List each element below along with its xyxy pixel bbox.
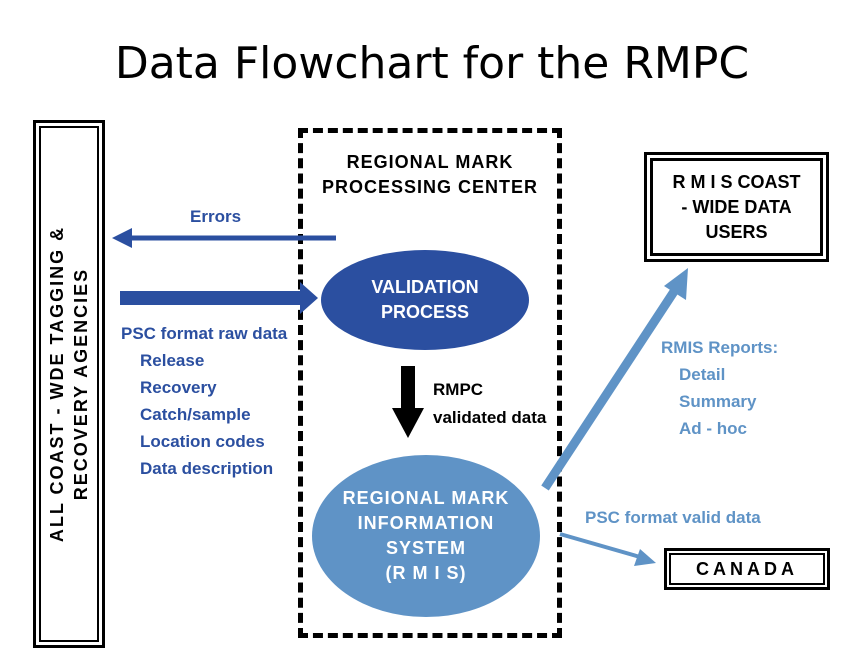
validated-data-arrow [392, 366, 424, 438]
rmis-line-1: REGIONAL MARK [342, 488, 510, 508]
validated-data-label: RMPC validated data [433, 376, 546, 432]
reports-heading: RMIS Reports: [661, 338, 779, 357]
valid-data-arrow [559, 532, 656, 566]
reports-item: Ad - hoc [679, 419, 747, 438]
validation-line-2: PROCESS [380, 302, 469, 322]
rmpc-title: REGIONAL MARK PROCESSING CENTER [303, 150, 557, 200]
agencies-box [33, 120, 105, 648]
rmis-line-3: SYSTEM [385, 538, 466, 558]
users-line-2: - WIDE DATA [681, 196, 792, 217]
raw-data-item: Release [140, 351, 205, 370]
reports-item: Summary [679, 392, 757, 411]
raw-data-item: Location codes [140, 432, 265, 451]
rmis-node: REGIONAL MARK INFORMATION SYSTEM (R M I … [312, 455, 540, 617]
canada-box: CANADA [664, 548, 830, 590]
rmis-reports-arrow [541, 268, 688, 491]
raw-data-label: PSC format raw data Release Recovery Cat… [121, 320, 287, 482]
validation-process-node: VALIDATION PROCESS [321, 250, 529, 350]
validated-line-2: validated data [433, 408, 547, 427]
errors-arrow [112, 228, 336, 248]
raw-data-heading: PSC format raw data [121, 324, 288, 343]
users-line-1: R M I S COAST [672, 171, 801, 192]
raw-data-arrow [120, 282, 318, 314]
rmis-line-4: (R M I S) [385, 563, 467, 583]
rmpc-boundary [298, 128, 562, 638]
raw-data-item: Data description [140, 459, 274, 478]
users-line-3: USERS [705, 221, 768, 242]
rmis-users-box: R M I S COAST - WIDE DATA USERS [644, 152, 829, 262]
valid-data-label: PSC format valid data [585, 508, 761, 527]
reports-item: Detail [679, 365, 726, 384]
page-title: Data Flowchart for the RMPC [114, 38, 750, 89]
rmpc-title-line-1: REGIONAL MARK [346, 152, 514, 172]
rmpc-title-line-2: PROCESSING CENTER [321, 177, 539, 197]
rmis-line-2: INFORMATION [357, 513, 495, 533]
validated-line-1: RMPC [433, 380, 484, 399]
reports-label: RMIS Reports: Detail Summary Ad - hoc [661, 334, 778, 442]
raw-data-item: Catch/sample [140, 405, 251, 424]
validation-line-1: VALIDATION [371, 277, 479, 297]
raw-data-item: Recovery [140, 378, 217, 397]
errors-label: Errors [190, 207, 242, 226]
